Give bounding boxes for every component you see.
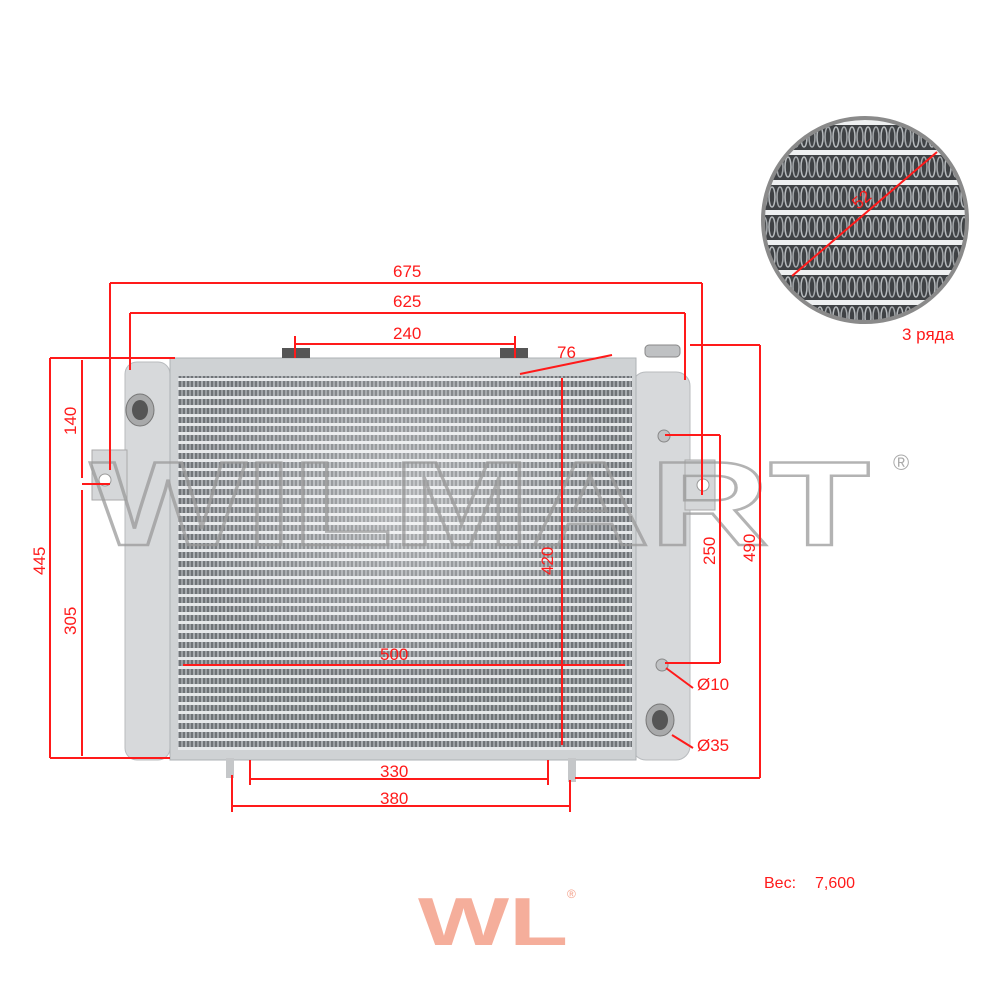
dimension-lines: [49, 282, 761, 812]
dim-core-inner-width: 500: [380, 645, 408, 664]
dim-bottom-inner: 330: [380, 762, 408, 781]
dim-large-port: Ø35: [697, 736, 729, 755]
svg-text:WILMART: WILMART: [90, 437, 870, 571]
dim-depth: 76: [557, 343, 576, 362]
dim-left-height: 445: [30, 547, 49, 575]
weight-value: 7,600: [815, 875, 855, 892]
fin-detail-inset: 52: [761, 116, 969, 324]
weight-label: Вес:: [764, 875, 796, 892]
svg-text:WL: WL: [418, 884, 568, 960]
brand-logo: WL ®: [418, 884, 576, 960]
dim-top-mount-spacing: 240: [393, 324, 421, 343]
radiator-photo: [91, 344, 716, 782]
dim-overall-width: 675: [393, 262, 421, 281]
dim-core-height: 420: [538, 547, 557, 575]
dim-right-inner: 250: [700, 537, 719, 565]
svg-text:®: ®: [567, 887, 576, 901]
dim-core-width: 625: [393, 292, 421, 311]
dim-bottom-outer: 380: [380, 789, 408, 808]
rows-label: 3 ряда: [902, 325, 955, 344]
dim-left-upper: 140: [61, 407, 80, 435]
dim-right-height: 490: [740, 534, 759, 562]
watermark: WILMART ®: [89, 436, 909, 573]
svg-text:®: ®: [893, 450, 909, 475]
dim-left-lower: 305: [61, 607, 80, 635]
dim-small-port: Ø10: [697, 675, 729, 694]
